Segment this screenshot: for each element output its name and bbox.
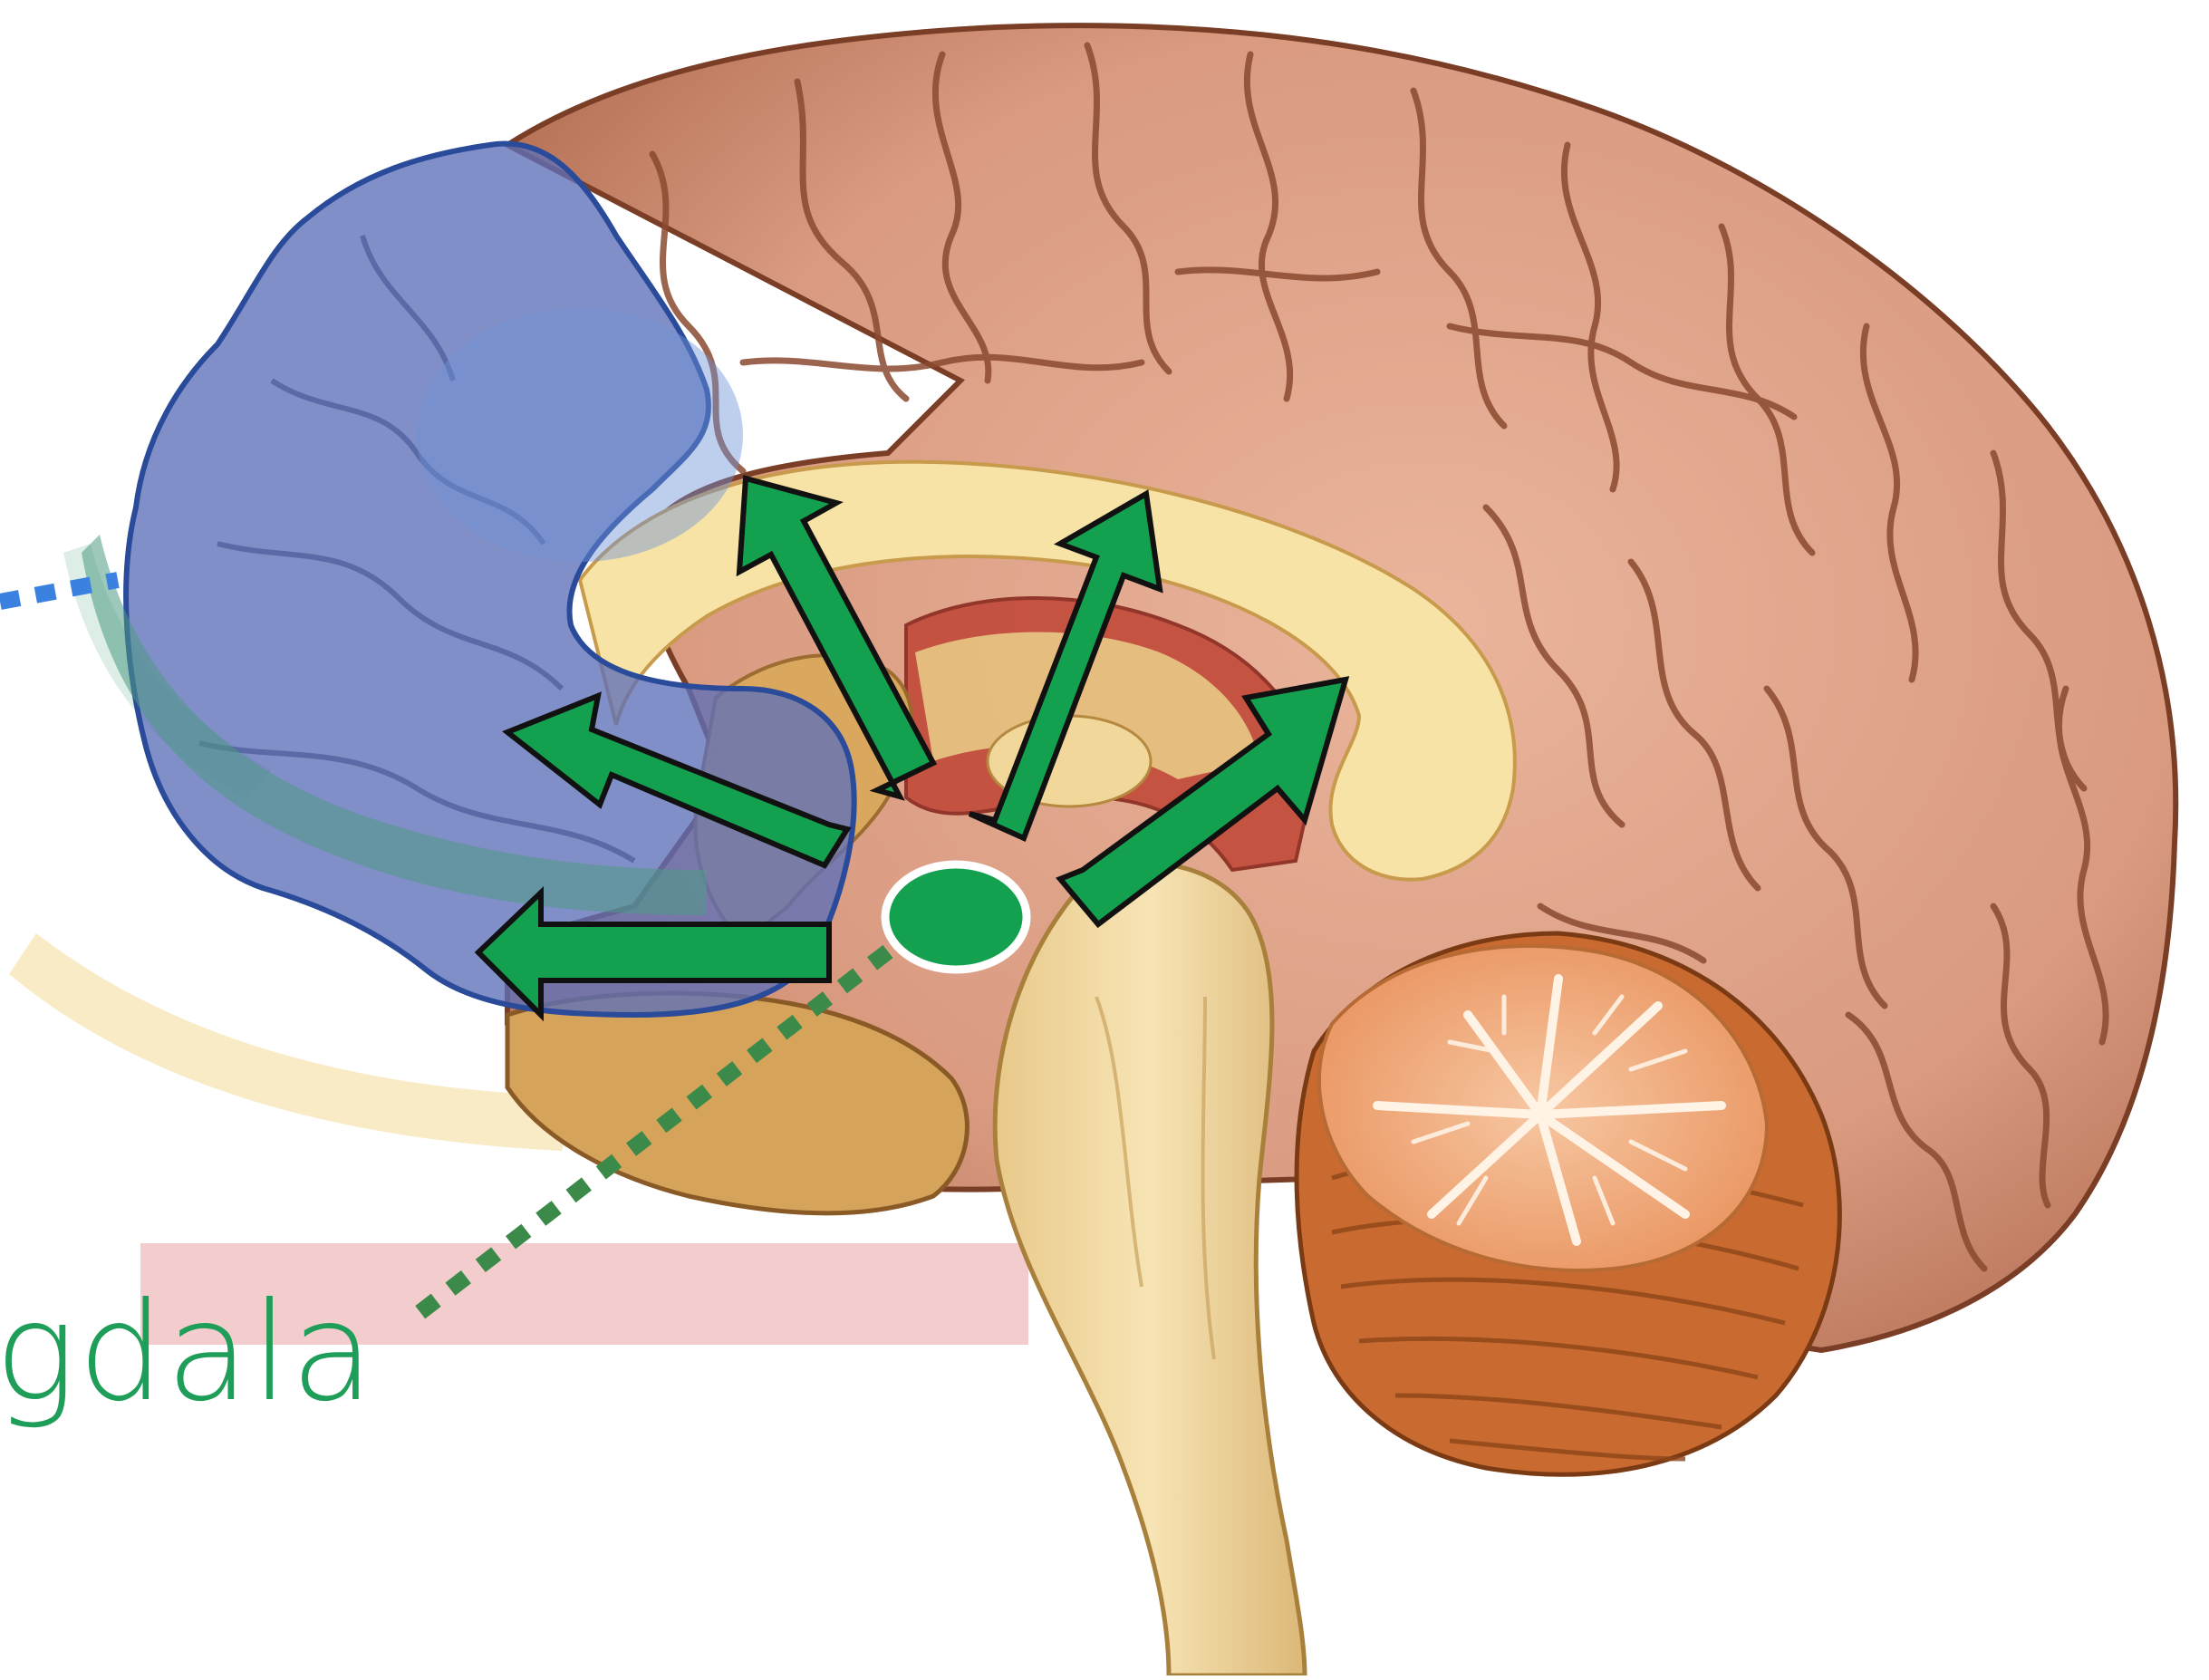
brainstem [995, 863, 1305, 1675]
amygdala-label: gdala [0, 1285, 376, 1421]
faint-blue-overlay [417, 308, 743, 562]
amygdala-dot [885, 864, 1027, 970]
